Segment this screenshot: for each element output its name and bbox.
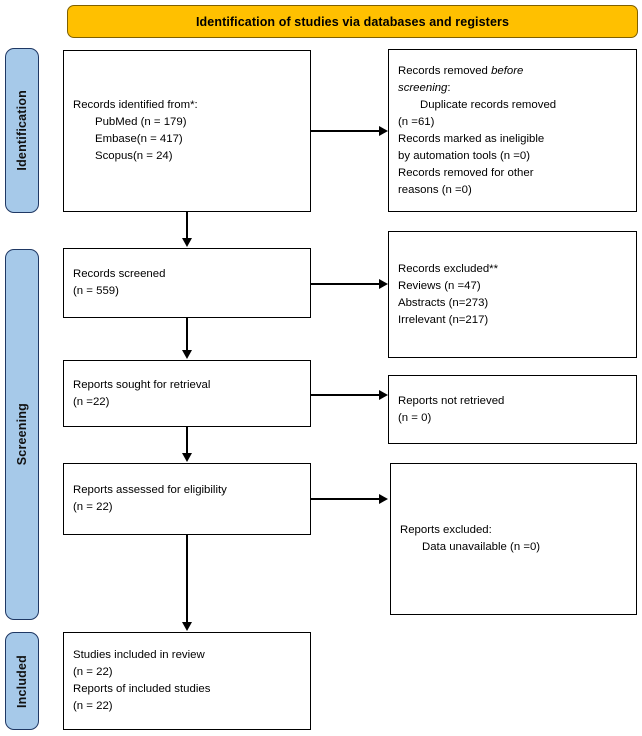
stage-label-screening: Screening: [5, 249, 39, 620]
box-reports-assessed: Reports assessed for eligibility (n = 22…: [63, 463, 311, 535]
records-excluded-reviews: Reviews (n =47): [398, 279, 481, 292]
arrowhead-assessed-to-included: [181, 622, 192, 631]
header-banner: Identification of studies via databases …: [67, 5, 638, 38]
stage-label-identification: Identification: [5, 48, 39, 213]
box-records-removed-content: Records removed before screening: Duplic…: [389, 63, 636, 199]
records-removed-line1-emphasis: before: [491, 64, 524, 77]
reports-not-retrieved-count: (n = 0): [398, 411, 432, 424]
box-reports-excluded: Reports excluded: Data unavailable (n =0…: [390, 463, 637, 615]
arrowhead-screened-to-excluded: [379, 278, 388, 289]
connector-identified-to-removed: [311, 130, 381, 132]
studies-included-count: (n = 22): [73, 666, 113, 678]
records-identified-pubmed: PubMed (n = 179): [95, 116, 187, 128]
reports-sought-count: (n =22): [73, 395, 110, 408]
records-identified-line1: Records identified from*:: [73, 99, 198, 111]
header-banner-title: Identification of studies via databases …: [195, 14, 510, 29]
reports-sought-label: Reports sought for retrieval: [73, 378, 211, 391]
box-reports-not-retrieved-content: Reports not retrieved (n = 0): [389, 393, 636, 427]
records-removed-line1-prefix: Records removed: [398, 64, 492, 77]
studies-included-label: Studies included in review: [73, 649, 205, 661]
box-records-excluded-content: Records excluded** Reviews (n =47) Abstr…: [389, 261, 636, 329]
reports-included-count: (n = 22): [73, 700, 113, 712]
stage-label-identification-text: Identification: [15, 90, 29, 171]
arrowhead-assessed-to-reports-excluded: [379, 493, 388, 504]
reports-excluded-label: Reports excluded:: [400, 524, 492, 536]
box-studies-included-content: Studies included in review (n = 22) Repo…: [64, 647, 310, 715]
box-reports-excluded-content: Reports excluded: Data unavailable (n =0…: [391, 522, 636, 556]
records-excluded-irrelevant: Irrelevant (n=217): [398, 313, 489, 326]
arrowhead-sought-to-notretrieved: [379, 389, 388, 400]
reports-assessed-label: Reports assessed for eligibility: [73, 484, 227, 496]
arrowhead-sought-to-assessed: [181, 453, 192, 462]
connector-assessed-to-reports-excluded: [311, 498, 381, 500]
arrowhead-identified-to-removed: [379, 125, 388, 136]
records-identified-embase: Embase(n = 417): [95, 133, 183, 145]
connector-identified-to-screened: [186, 212, 188, 239]
stage-label-included-text: Included: [15, 654, 29, 708]
connector-screened-to-excluded: [311, 283, 381, 285]
records-excluded-abstracts: Abstracts (n=273): [398, 296, 489, 309]
records-screened-label: Records screened: [73, 268, 166, 280]
stage-label-included: Included: [5, 632, 39, 730]
stage-label-screening-text: Screening: [15, 403, 29, 466]
records-removed-line2-suffix: :: [447, 81, 451, 94]
reports-included-label: Reports of included studies: [73, 683, 211, 695]
records-identified-scopus: Scopus(n = 24): [95, 150, 173, 162]
records-removed-other: Records removed for other: [398, 166, 534, 179]
box-reports-not-retrieved: Reports not retrieved (n = 0): [388, 375, 637, 444]
records-removed-other-reasons: reasons (n =0): [398, 183, 472, 196]
records-screened-count: (n = 559): [73, 285, 119, 297]
box-records-screened-content: Records screened (n = 559): [64, 266, 310, 300]
connector-screened-to-sought: [186, 318, 188, 351]
box-records-removed: Records removed before screening: Duplic…: [388, 49, 637, 212]
box-reports-sought-content: Reports sought for retrieval (n =22): [64, 377, 310, 411]
box-records-excluded: Records excluded** Reviews (n =47) Abstr…: [388, 231, 637, 358]
box-reports-assessed-content: Reports assessed for eligibility (n = 22…: [64, 482, 310, 516]
box-studies-included: Studies included in review (n = 22) Repo…: [63, 632, 311, 730]
records-removed-line2-emphasis: screening: [398, 81, 448, 94]
box-records-identified: Records identified from*: PubMed (n = 17…: [63, 50, 311, 212]
box-records-screened: Records screened (n = 559): [63, 248, 311, 318]
arrowhead-screened-to-sought: [181, 350, 192, 359]
box-records-identified-content: Records identified from*: PubMed (n = 17…: [64, 97, 310, 165]
records-removed-duplicates-count: (n =61): [398, 115, 435, 128]
records-removed-duplicates: Duplicate records removed: [420, 98, 557, 111]
records-removed-ineligible: Records marked as ineligible: [398, 132, 545, 145]
records-removed-automation: by automation tools (n =0): [398, 149, 531, 162]
connector-sought-to-notretrieved: [311, 394, 381, 396]
reports-excluded-data-unavailable: Data unavailable (n =0): [422, 541, 541, 553]
arrowhead-identified-to-screened: [181, 238, 192, 247]
box-reports-sought: Reports sought for retrieval (n =22): [63, 360, 311, 427]
connector-sought-to-assessed: [186, 427, 188, 454]
reports-not-retrieved-label: Reports not retrieved: [398, 394, 505, 407]
records-excluded-label: Records excluded**: [398, 262, 499, 275]
reports-assessed-count: (n = 22): [73, 501, 113, 513]
connector-assessed-to-included: [186, 535, 188, 623]
